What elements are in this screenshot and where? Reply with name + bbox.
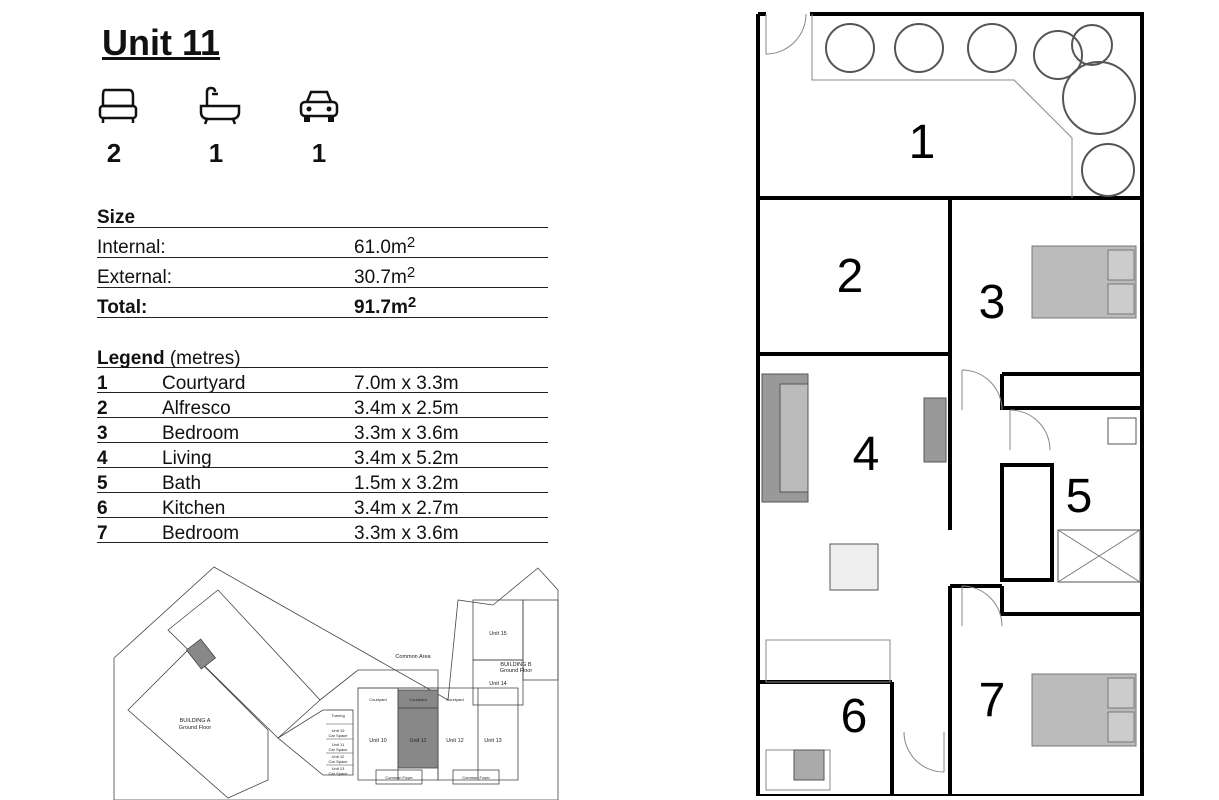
- site-car-space-label: Car Space: [329, 759, 349, 764]
- room-number: 6: [841, 690, 868, 743]
- legend-dimensions: 7.0m x 3.3m: [354, 373, 459, 394]
- legend-number: 1: [97, 373, 108, 394]
- legend-number: 6: [97, 498, 108, 519]
- legend-room-name: Bath: [162, 473, 202, 494]
- size-label: Total:: [97, 297, 148, 318]
- size-value: 30.7m2: [354, 264, 416, 288]
- site-building-a-sub: Ground Floor: [179, 725, 212, 731]
- size-label: External:: [97, 267, 172, 288]
- legend-row: 5 Bath 1.5m x 3.2m: [97, 467, 548, 494]
- site-car-unit-label: Unit 10: [332, 728, 345, 733]
- legend-number: 3: [97, 423, 108, 444]
- legend-heading-note: (metres): [169, 348, 241, 369]
- room-number: 4: [853, 428, 880, 481]
- bedroom-count: 2: [106, 138, 122, 168]
- bed-icon: [97, 86, 139, 131]
- size-value: 61.0m2: [354, 234, 416, 258]
- site-car-space-label: Car Space: [329, 747, 349, 752]
- legend-dimensions: 3.3m x 3.6m: [354, 423, 459, 444]
- site-building-b-sub: Ground Floor: [500, 668, 533, 674]
- bathroom-count: 1: [208, 138, 224, 168]
- legend-room-name: Alfresco: [162, 398, 231, 419]
- legend-room-name: Bedroom: [162, 423, 240, 444]
- legend-number: 2: [97, 398, 108, 419]
- legend-row: 1 Courtyard 7.0m x 3.3m: [97, 367, 548, 394]
- site-common-foyer-label: Common Foyer: [462, 775, 490, 780]
- legend-row: 4 Living 3.4m x 5.2m: [97, 442, 548, 469]
- site-unit-label: Unit 10: [369, 738, 386, 744]
- legend-row: 7 Bedroom 3.3m x 3.6m: [97, 517, 548, 544]
- size-value: 91.7m2: [354, 294, 417, 318]
- legend-row: 2 Alfresco 3.4m x 2.5m: [97, 392, 548, 419]
- legend-dimensions: 3.4m x 2.5m: [354, 398, 459, 419]
- room-number: 1: [909, 116, 936, 169]
- room-number: 5: [1066, 470, 1093, 523]
- site-courtyard-label: Courtyard: [446, 697, 464, 702]
- car-space-count: 1: [311, 138, 327, 168]
- site-car-unit-label: Unit 13: [332, 766, 345, 771]
- legend-heading: Legend (metres): [97, 342, 548, 369]
- size-row-external: External: 30.7m2: [97, 261, 548, 288]
- site-unit-label: Unit 13: [484, 738, 501, 744]
- legend-dimensions: 3.3m x 3.6m: [354, 523, 459, 544]
- site-turning-label: Turning: [331, 713, 344, 718]
- legend-room-name: Kitchen: [162, 498, 226, 519]
- page-title: Unit 11: [102, 22, 221, 63]
- site-building-b-label: BUILDING B: [500, 662, 532, 668]
- room-number: 7: [979, 674, 1006, 727]
- site-car-space-label: Car Space: [329, 771, 349, 776]
- site-common-foyer-label: Common Foyer: [385, 775, 413, 780]
- legend-number: 4: [97, 448, 108, 469]
- bath-icon: [199, 86, 241, 131]
- legend-row: 6 Kitchen 3.4m x 2.7m: [97, 492, 548, 519]
- room-number: 2: [837, 250, 864, 303]
- site-car-space-label: Car Space: [329, 733, 349, 738]
- size-heading: Size: [97, 201, 548, 228]
- site-unit-label: Unit 12: [446, 738, 463, 744]
- size-label: Internal:: [97, 237, 166, 258]
- car-icon: [298, 86, 340, 131]
- site-car-unit-label: Unit 12: [332, 754, 345, 759]
- legend-dimensions: 3.4m x 5.2m: [354, 448, 459, 469]
- site-unit-label: Unit 11: [409, 738, 426, 744]
- site-building-a-label: BUILDING A: [180, 718, 211, 724]
- site-plan: BUILDING A Ground Floor Common Area Unit…: [113, 566, 559, 800]
- legend-number: 5: [97, 473, 108, 494]
- size-heading-label: Size: [97, 207, 136, 228]
- legend-dimensions: 3.4m x 2.7m: [354, 498, 459, 519]
- legend-room-name: Bedroom: [162, 523, 240, 544]
- room-number: 3: [979, 276, 1006, 329]
- legend-heading-label: Legend: [97, 348, 165, 369]
- site-unit-label: Unit 15: [489, 631, 506, 637]
- site-unit-label: Unit 14: [489, 681, 506, 687]
- legend-dimensions: 1.5m x 3.2m: [354, 473, 459, 494]
- site-courtyard-label: Courtyard: [409, 697, 427, 702]
- legend-number: 7: [97, 523, 108, 544]
- floor-plan: 1 2 3 4 5 6 7: [756, 12, 1144, 796]
- legend-row: 3 Bedroom 3.3m x 3.6m: [97, 417, 548, 444]
- site-courtyard-label: Courtyard: [369, 697, 387, 702]
- size-row-total: Total: 91.7m2: [97, 291, 548, 318]
- legend-room-name: Courtyard: [162, 373, 246, 394]
- site-common-area-label: Common Area: [395, 654, 431, 660]
- legend-room-name: Living: [162, 448, 212, 469]
- site-car-unit-label: Unit 11: [332, 742, 345, 747]
- size-row-internal: Internal: 61.0m2: [97, 231, 548, 258]
